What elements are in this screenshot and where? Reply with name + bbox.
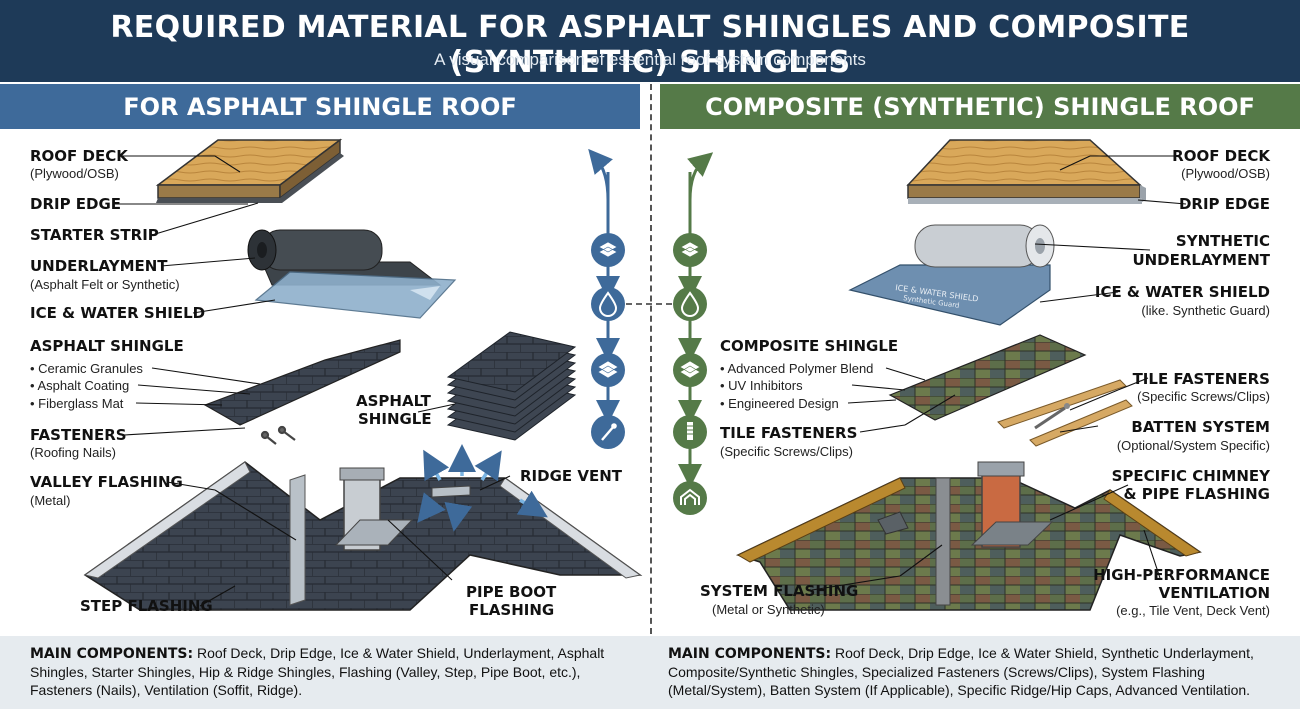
label-system-flashing: SYSTEM FLASHING <box>700 582 859 600</box>
layers-icon <box>591 233 707 267</box>
shingle-item-2: • Asphalt Coating <box>30 378 130 393</box>
shingle-item-3: • Fiberglass Mat <box>30 396 124 411</box>
label-right-ice-water-sub: (like. Synthetic Guard) <box>1141 303 1270 318</box>
shingle-stack <box>446 331 577 441</box>
asphalt-roof-house <box>83 444 643 611</box>
synthetic-underlayment-roll <box>848 224 1055 326</box>
composite-shingle-strip <box>888 334 1087 421</box>
ice-water-shield-sheet <box>254 271 457 319</box>
label-tile-fasteners-sub: (Specific Screws/Clips) <box>720 444 853 459</box>
label-tile-fasteners-top-sub: (Specific Screws/Clips) <box>1137 389 1270 404</box>
ridge-cap-icon <box>673 481 707 515</box>
label-system-flashing-sub: (Metal or Synthetic) <box>712 602 825 617</box>
composite-panel-heading: COMPOSITE (SYNTHETIC) SHINGLE ROOF <box>660 84 1300 129</box>
shingle-stack-icon <box>591 353 707 387</box>
header-banner <box>0 0 1300 82</box>
screw-icon <box>673 415 707 449</box>
label-asphalt-shingle: ASPHALT SHINGLE <box>30 337 184 355</box>
label-tile-fasteners: TILE FASTENERS <box>720 424 858 442</box>
label-step-flashing: STEP FLASHING <box>80 597 213 615</box>
label-starter-strip: STARTER STRIP <box>30 226 159 244</box>
composite-item-1: • Advanced Polymer Blend <box>720 361 874 376</box>
label-tile-fasteners-top: TILE FASTENERS <box>1132 370 1270 388</box>
label-stack-asphalt: ASPHALT <box>356 392 431 410</box>
footer-band <box>0 636 1300 709</box>
asphalt-panel-heading: FOR ASPHALT SHINGLE ROOF <box>0 84 640 129</box>
right-main-components-text: Roof Deck, Drip Edge, Ice & Water Shield… <box>668 645 1254 698</box>
composite-item-3: • Engineered Design <box>720 396 839 411</box>
label-high-performance: HIGH-PERFORMANCE <box>1093 566 1270 584</box>
label-valley-flashing-sub: (Metal) <box>30 493 71 508</box>
label-batten-system-sub: (Optional/System Specific) <box>1116 438 1270 453</box>
label-right-ice-water: ICE & WATER SHIELD <box>1094 283 1270 301</box>
label-pipe-boot-1: PIPE BOOT <box>466 583 557 601</box>
label-right-drip-edge: DRIP EDGE <box>1178 195 1270 213</box>
label-stack-shingle: SHINGLE <box>358 410 432 428</box>
label-batten-system: BATTEN SYSTEM <box>1131 418 1270 436</box>
left-main-components: MAIN COMPONENTS: Roof Deck, Drip Edge, I… <box>30 644 630 699</box>
left-main-components-key: MAIN COMPONENTS: <box>30 646 194 662</box>
label-chimney-1: SPECIFIC CHIMNEY <box>1111 467 1270 485</box>
batten-strips <box>997 379 1133 447</box>
label-fasteners-sub: (Roofing Nails) <box>30 445 116 460</box>
label-roof-deck-sub: (Plywood/OSB) <box>30 166 119 181</box>
label-chimney-2: & PIPE FLASHING <box>1123 485 1270 503</box>
composite-roof-deck <box>906 139 1146 204</box>
label-synthetic-underlayment: UNDERLAYMENT <box>1132 251 1270 269</box>
asphalt-roof-deck <box>155 138 344 203</box>
composite-leader-lines <box>811 155 1187 591</box>
water-drop-icon <box>591 287 707 321</box>
label-roof-deck: ROOF DECK <box>30 147 128 165</box>
label-right-roof-deck-sub: (Plywood/OSB) <box>1181 166 1270 181</box>
nail-icon <box>591 415 625 449</box>
asphalt-leader-lines <box>115 155 511 607</box>
label-composite-shingle: COMPOSITE SHINGLE <box>720 337 899 355</box>
panel-divider <box>650 84 652 634</box>
label-drip-edge: DRIP EDGE <box>30 195 122 213</box>
label-underlayment-sub: (Asphalt Felt or Synthetic) <box>30 277 180 292</box>
composite-item-2: • UV Inhibitors <box>720 378 803 393</box>
page-subtitle: A visual comparison of essential roof sy… <box>434 50 866 69</box>
label-ridge-vent: RIDGE VENT <box>520 467 623 485</box>
asphalt-shingle-strip <box>203 339 401 426</box>
label-ice-water-shield: ICE & WATER SHIELD <box>30 304 206 322</box>
label-valley-flashing: VALLEY FLASHING <box>30 473 183 491</box>
label-ventilation: VENTILATION <box>1158 584 1270 602</box>
label-right-roof-deck: ROOF DECK <box>1172 147 1270 165</box>
label-pipe-boot-2: FLASHING <box>469 601 555 619</box>
right-main-components-key: MAIN COMPONENTS: <box>668 646 832 662</box>
label-synthetic: SYNTHETIC <box>1175 232 1270 250</box>
composite-roof-house <box>735 461 1202 611</box>
label-underlayment: UNDERLAYMENT <box>30 257 168 275</box>
shingle-item-1: • Ceramic Granules <box>30 361 143 376</box>
label-fasteners: FASTENERS <box>30 426 127 444</box>
right-main-components: MAIN COMPONENTS: Roof Deck, Drip Edge, I… <box>668 644 1288 699</box>
label-ventilation-sub: (e.g., Tile Vent, Deck Vent) <box>1116 603 1270 618</box>
page-title: REQUIRED MATERIAL FOR ASPHALT SHINGLES A… <box>110 10 1190 80</box>
roofing-nails <box>260 425 296 445</box>
left-main-components-text: Roof Deck, Drip Edge, Ice & Water Shield… <box>30 645 605 698</box>
